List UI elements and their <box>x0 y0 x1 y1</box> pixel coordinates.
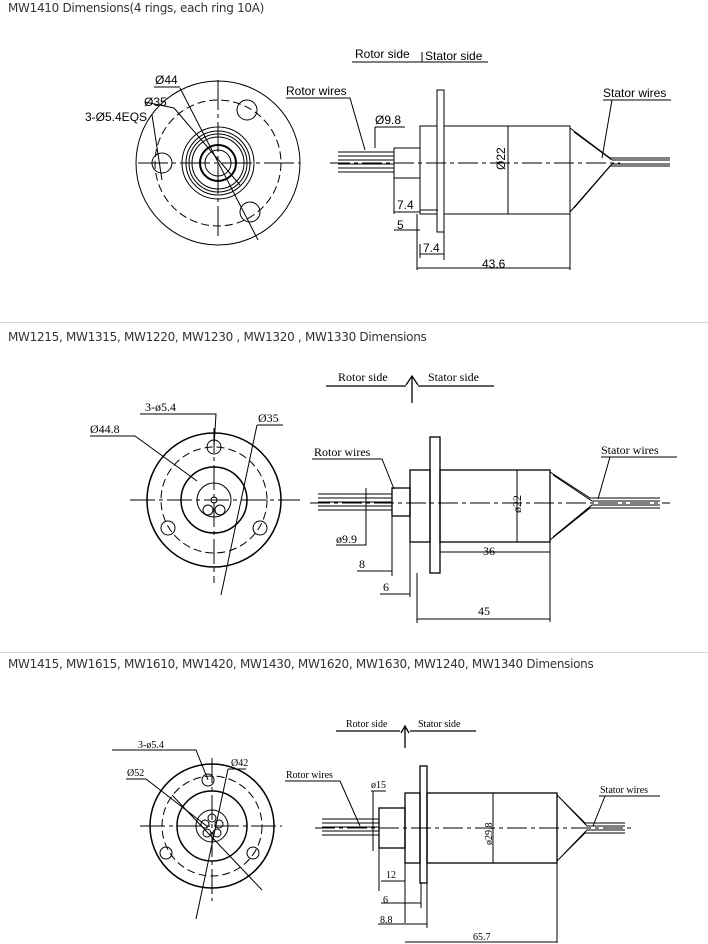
stator-wires-label: Stator wires <box>601 443 659 457</box>
mw14xx-drawing: 3-ø5.4 Ø42 Ø52 Rotor side Stator side Ro… <box>112 719 660 943</box>
section-title: MW1415, MW1615, MW1610, MW1420, MW1430, … <box>8 657 594 671</box>
shaft-dia-label: ø9.9 <box>336 532 357 546</box>
dim-c-label: 8.8 <box>380 915 393 926</box>
section-mw14xx: MW1415, MW1615, MW1610, MW1420, MW1430, … <box>0 653 708 944</box>
stator-wires-label: Stator wires <box>603 86 666 100</box>
pcd-label: Ø42 <box>231 758 248 769</box>
od-label: Ø44.8 <box>90 422 120 436</box>
dim-b-label: 6 <box>383 580 389 594</box>
rotor-wires-label: Rotor wires <box>314 445 371 459</box>
rotor-wires-label: Rotor wires <box>286 84 347 98</box>
section-title: MW1215, MW1315, MW1220, MW1230 , MW1320 … <box>8 330 427 344</box>
stator-wires-label: Stator wires <box>600 785 648 796</box>
side-view <box>286 52 671 270</box>
length-label: 45 <box>478 604 490 618</box>
dim-c-label: 7.4 <box>423 241 440 255</box>
mw1410-drawing: Ø44 Ø35 3-Ø5.4EQS Rotor side Stator side… <box>85 47 671 271</box>
divider <box>0 322 708 323</box>
pcd-label: Ø35 <box>144 95 167 109</box>
holes-label: 3-ø5.4 <box>138 740 164 751</box>
section-title: MW1410 Dimensions(4 rings, each ring 10A… <box>8 1 265 15</box>
side-view <box>310 374 677 623</box>
front-view <box>112 749 282 920</box>
dim-a-label: 7.4 <box>397 198 414 212</box>
stator-side-label: Stator side <box>425 49 483 63</box>
mw12xx-drawing: 3-ø5.4 Ø44.8 Ø35 Rotor side Stator side … <box>90 370 677 623</box>
body-dia-label: Ø22 <box>494 147 508 170</box>
dim-b-label: 6 <box>383 895 388 906</box>
stator-side-label: Stator side <box>418 719 461 730</box>
od-label: Ø44 <box>155 73 178 87</box>
dim-b-label: 5 <box>397 218 404 232</box>
body-len-label: 36 <box>483 544 495 558</box>
rotor-side-label: Rotor side <box>338 370 388 384</box>
pcd-label: Ø35 <box>258 411 279 425</box>
front-view <box>135 80 301 246</box>
dim-a-label: 12 <box>386 870 396 881</box>
stator-side-label: Stator side <box>428 370 479 384</box>
section-mw1410: MW1410 Dimensions(4 rings, each ring 10A… <box>0 0 708 322</box>
shaft-dia-label: ø15 <box>371 780 386 791</box>
holes-label: 3-ø5.4 <box>145 400 176 414</box>
side-view <box>285 724 660 943</box>
length-label: 43.6 <box>482 257 506 271</box>
dim-a-label: 8 <box>359 557 365 571</box>
shaft-dia-label: Ø9.8 <box>375 113 401 127</box>
holes-label: 3-Ø5.4EQS <box>85 110 147 124</box>
length-label: 65.7 <box>473 932 491 943</box>
rotor-side-label: Rotor side <box>355 47 410 61</box>
front-view <box>90 413 300 596</box>
rotor-side-label: Rotor side <box>346 719 388 730</box>
rotor-wires-label: Rotor wires <box>286 770 333 781</box>
section-mw12xx: MW1215, MW1315, MW1220, MW1230 , MW1320 … <box>0 323 708 653</box>
divider <box>0 652 708 653</box>
od-label: Ø52 <box>127 768 144 779</box>
body-dia-label: ø29.8 <box>484 823 495 846</box>
